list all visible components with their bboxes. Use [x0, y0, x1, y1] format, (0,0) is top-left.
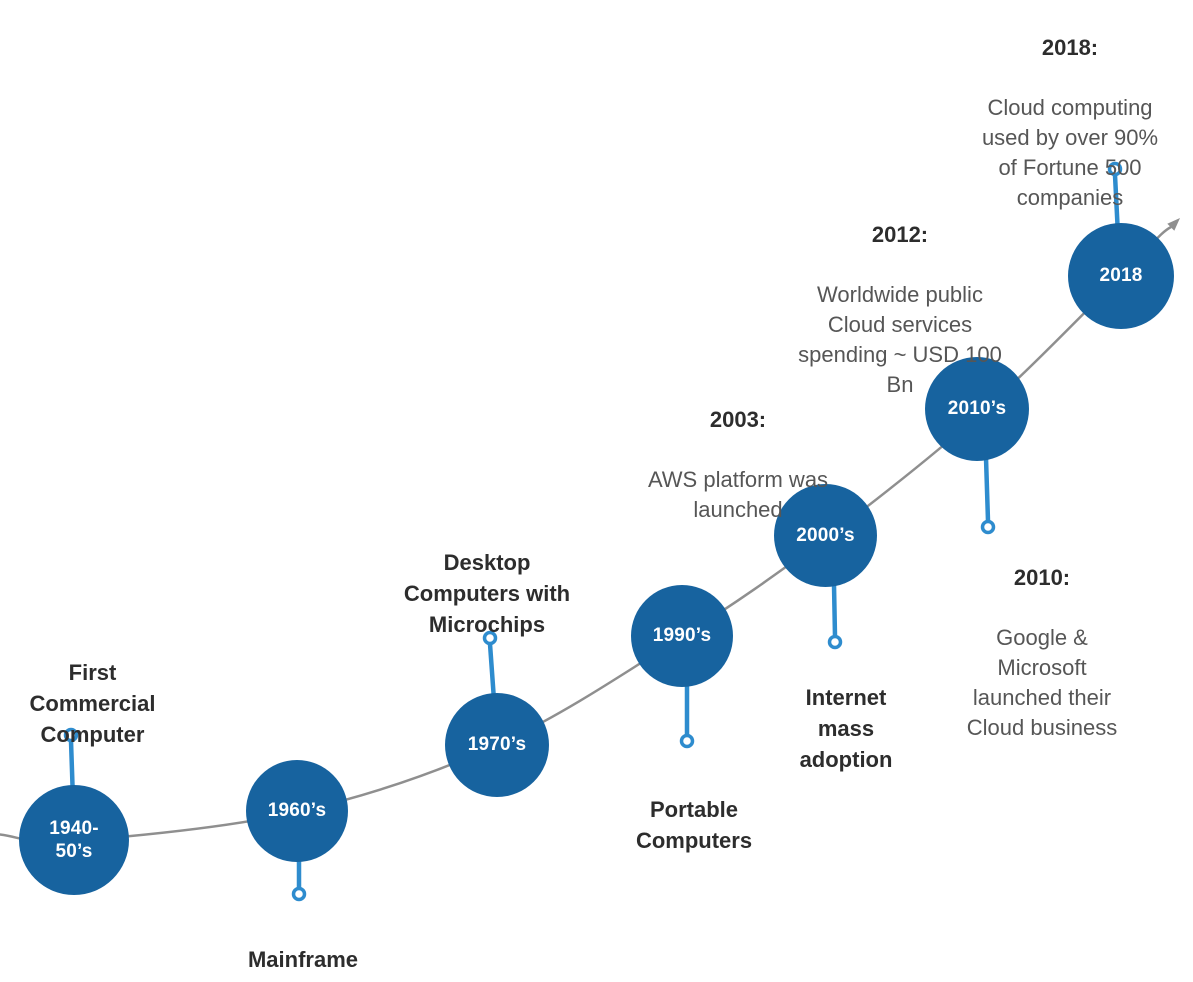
connector-stem-2000s: [831, 582, 838, 639]
connector-stem-1970s: [487, 641, 497, 703]
callout-text: Mainframe Computers: [245, 947, 361, 982]
callout-year: 2018:: [1041, 35, 1099, 60]
connector-dot-1990s: [679, 733, 695, 749]
callout-internet-mass-adoption: Internet mass adoption: [766, 652, 926, 805]
callout-portable-computers: Portable Computers: [579, 764, 809, 886]
callout-text: AWS platform was launched: [647, 467, 829, 522]
callout-mainframe-computers: Mainframe Computers: [188, 914, 418, 982]
connector-dot-2018: [1107, 161, 1123, 177]
callout-text: Internet mass adoption: [799, 685, 893, 772]
trend-arrow-icon: [1167, 218, 1180, 231]
callout-year: 2012:: [871, 222, 929, 247]
connector-dot-2010s: [980, 519, 996, 535]
timeline-node-2018: 2018: [1068, 223, 1174, 329]
timeline-node-1990s: 1990’s: [631, 585, 733, 687]
connector-dot-1960s: [291, 886, 307, 902]
timeline-node-1960s: 1960’s: [246, 760, 348, 862]
callout-2003-aws: 2003: AWS platform was launched: [603, 375, 873, 555]
connector-dot-1970s: [482, 630, 498, 646]
callout-text: Worldwide public Cloud services spending…: [798, 282, 1002, 397]
callout-year: 2010:: [1013, 565, 1071, 590]
callout-first-commercial-computer: First Commercial Computer: [5, 627, 180, 780]
connector-stem-2010s: [983, 455, 991, 524]
callout-2012-cloud-spending: 2012: Worldwide public Cloud services sp…: [745, 190, 1055, 430]
callout-text: First Commercial Computer: [29, 660, 156, 747]
timeline-node-2010s: 2010’s: [925, 357, 1029, 461]
timeline-node-1940-50s: 1940- 50’s: [19, 785, 129, 895]
callout-2018-fortune-500: 2018: Cloud computing used by over 90% o…: [942, 3, 1193, 243]
callout-text: Portable Computers: [635, 797, 753, 853]
connector-dot-2000s: [827, 634, 843, 650]
timeline-node-1970s: 1970’s: [445, 693, 549, 797]
callout-text: Desktop Computers with Microchips: [403, 550, 571, 637]
callout-2010-google-microsoft: 2010: Google & Microsoft launched their …: [922, 533, 1162, 773]
timeline-node-2000s: 2000’s: [774, 484, 877, 587]
callout-text: Google & Microsoft launched their Cloud …: [966, 625, 1118, 740]
callout-text: Cloud computing used by over 90% of Fort…: [981, 95, 1159, 210]
connector-dot-1940s: [63, 727, 79, 743]
callout-year: 2003:: [709, 407, 767, 432]
callout-desktop-computers: Desktop Computers with Microchips: [357, 517, 617, 670]
